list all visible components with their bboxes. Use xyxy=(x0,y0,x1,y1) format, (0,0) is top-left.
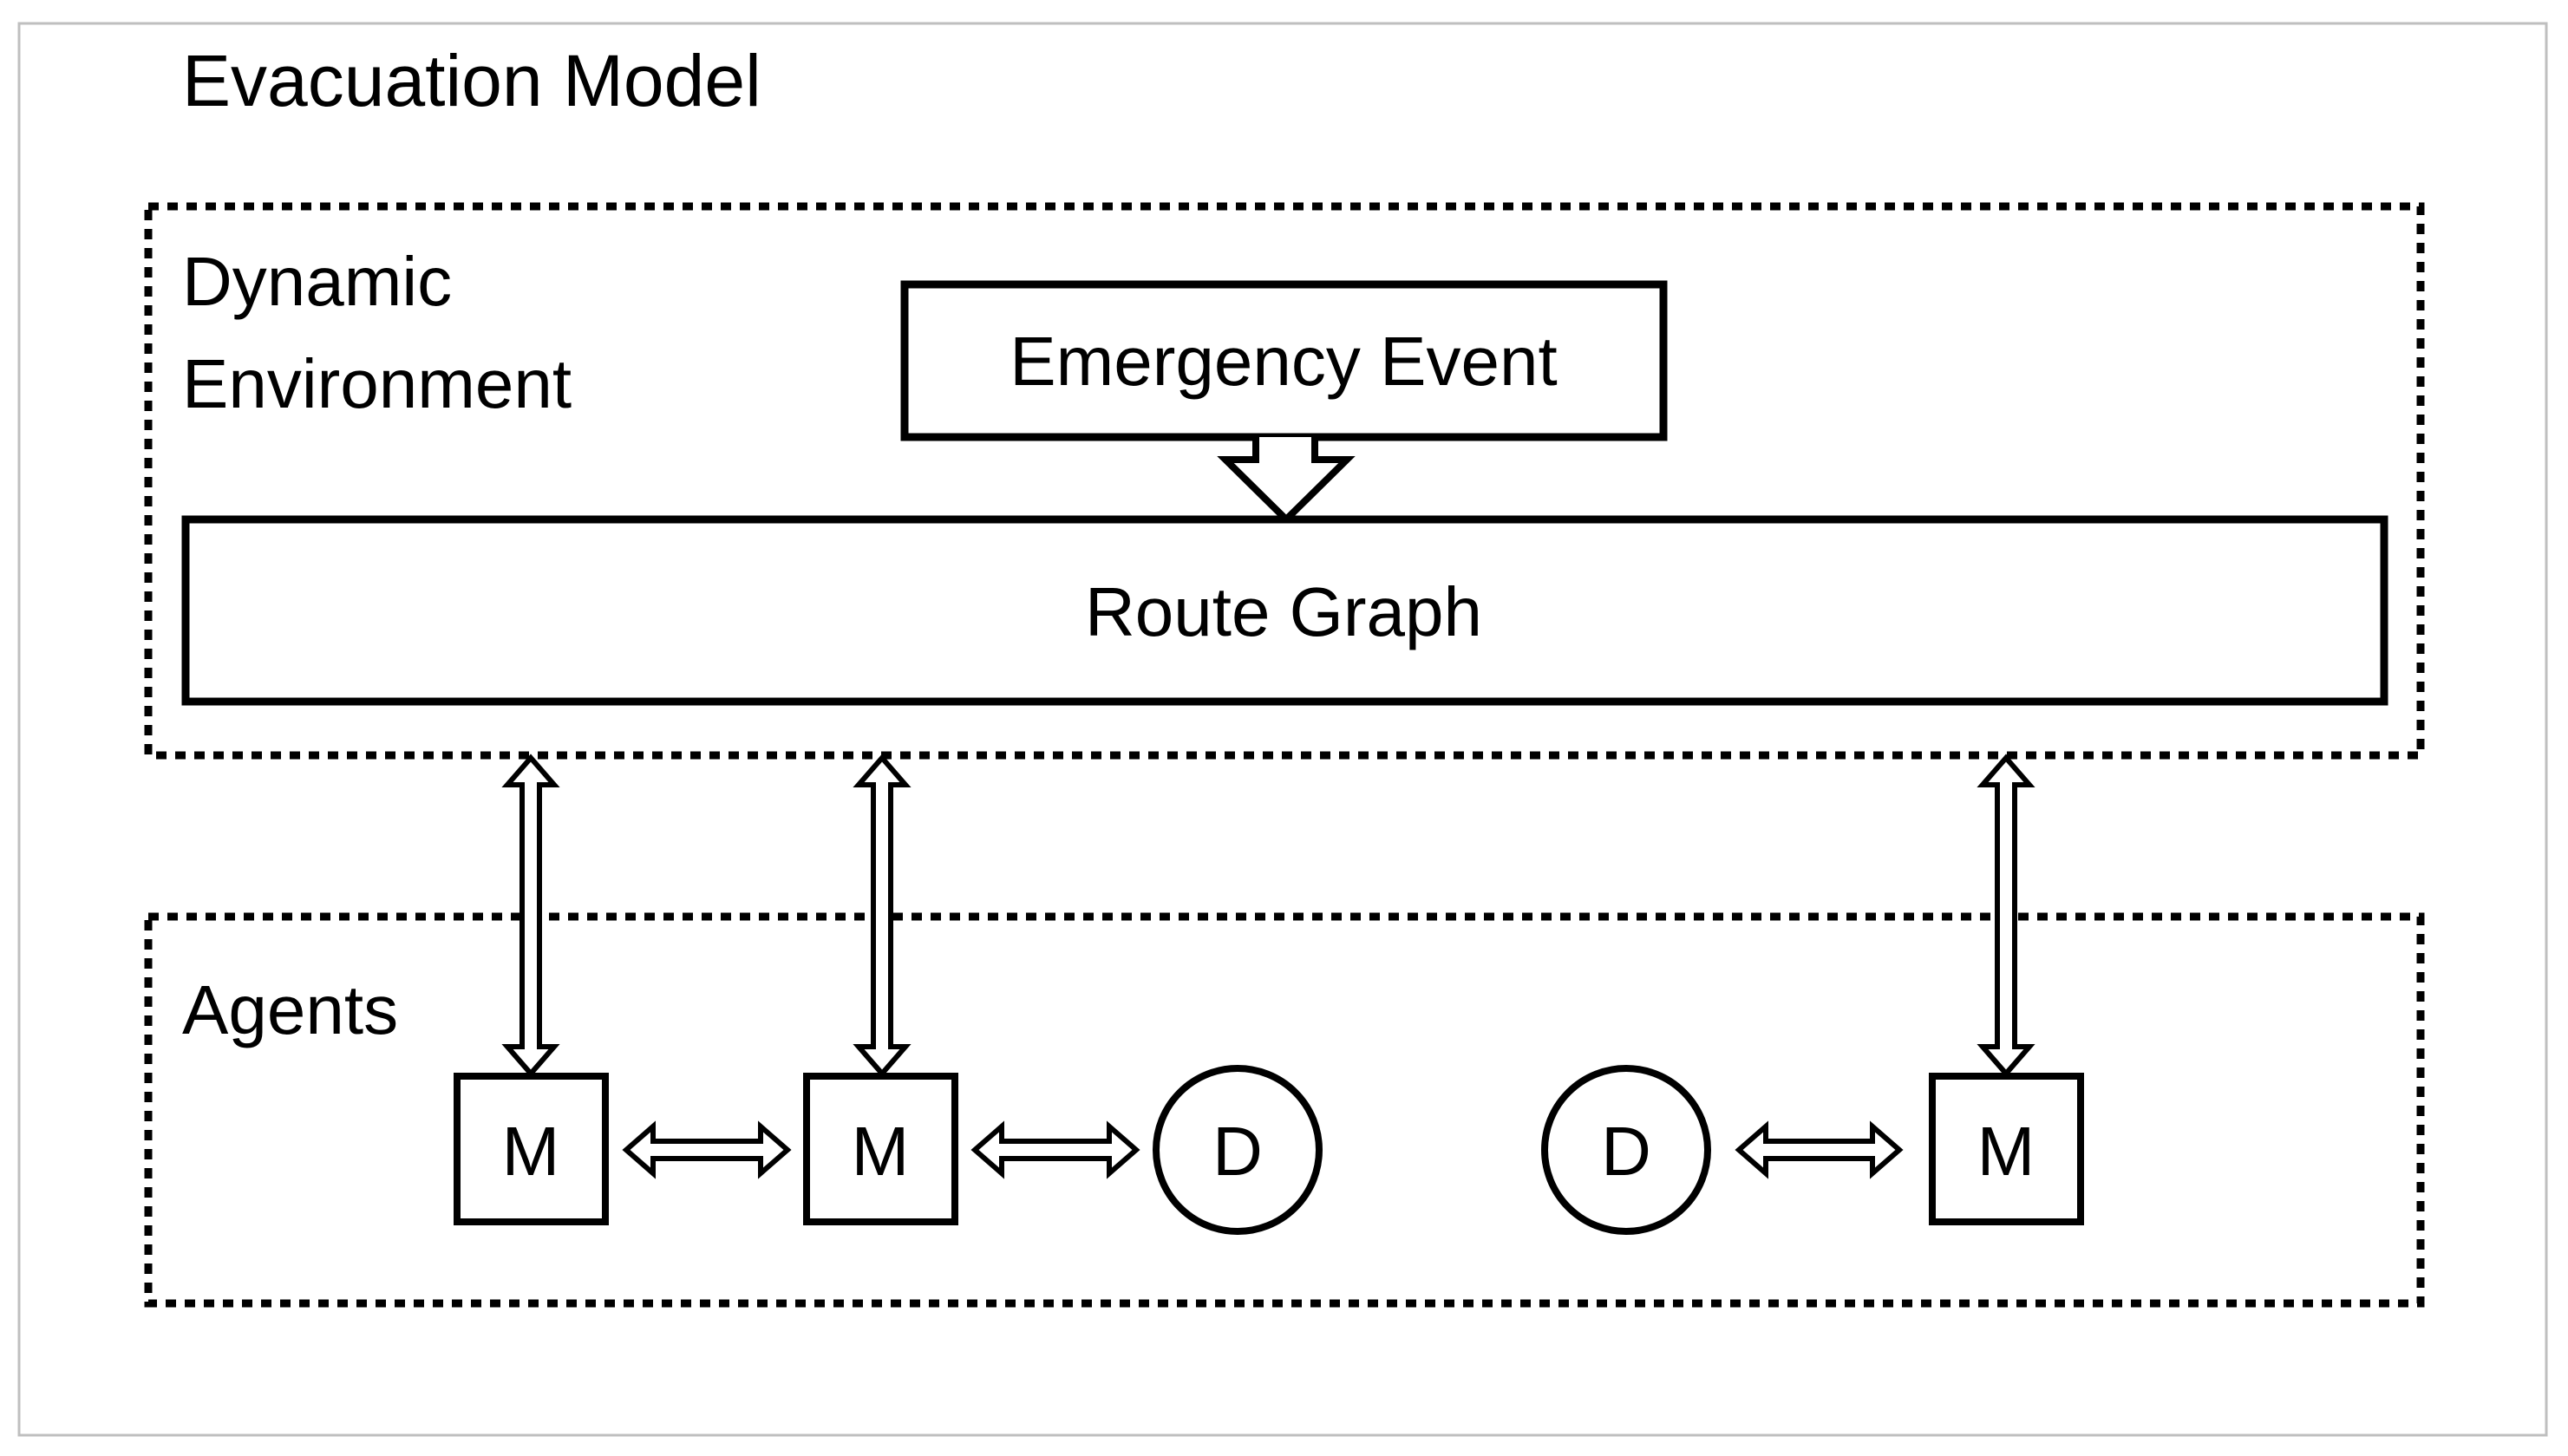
agent-node-m-3: M xyxy=(1929,1073,2084,1225)
route-graph-box xyxy=(181,515,2388,706)
outer-frame xyxy=(17,22,2548,1437)
environment-group xyxy=(144,202,2425,760)
agent-node-m-2-label: M xyxy=(852,1113,910,1190)
agent-node-m-3-label: M xyxy=(1977,1113,2035,1190)
agent-node-m-1-label: M xyxy=(502,1113,560,1190)
agent-link-m1-m2 xyxy=(622,1120,792,1179)
agent-node-d-1: D xyxy=(1153,1065,1323,1235)
environment-label-line2: Environment xyxy=(182,345,572,422)
environment-label-line1: Dynamic xyxy=(182,243,452,320)
agent-node-d-1-label: D xyxy=(1212,1113,1263,1190)
emergency-event-label: Emergency Event xyxy=(1010,323,1557,400)
agent-link-m2-d1 xyxy=(970,1120,1140,1179)
agent-node-d-2-label: D xyxy=(1601,1113,1651,1190)
agent-node-m-1: M xyxy=(454,1073,609,1225)
agents-label: Agents xyxy=(182,971,398,1048)
model-title: Evacuation Model xyxy=(182,40,761,121)
agent-node-m-2: M xyxy=(803,1073,958,1225)
agent-link-d2-m3 xyxy=(1735,1120,1904,1179)
route-graph-label: Route Graph xyxy=(1085,573,1482,650)
agent-node-d-2: D xyxy=(1541,1065,1711,1235)
agents-group xyxy=(144,912,2425,1308)
